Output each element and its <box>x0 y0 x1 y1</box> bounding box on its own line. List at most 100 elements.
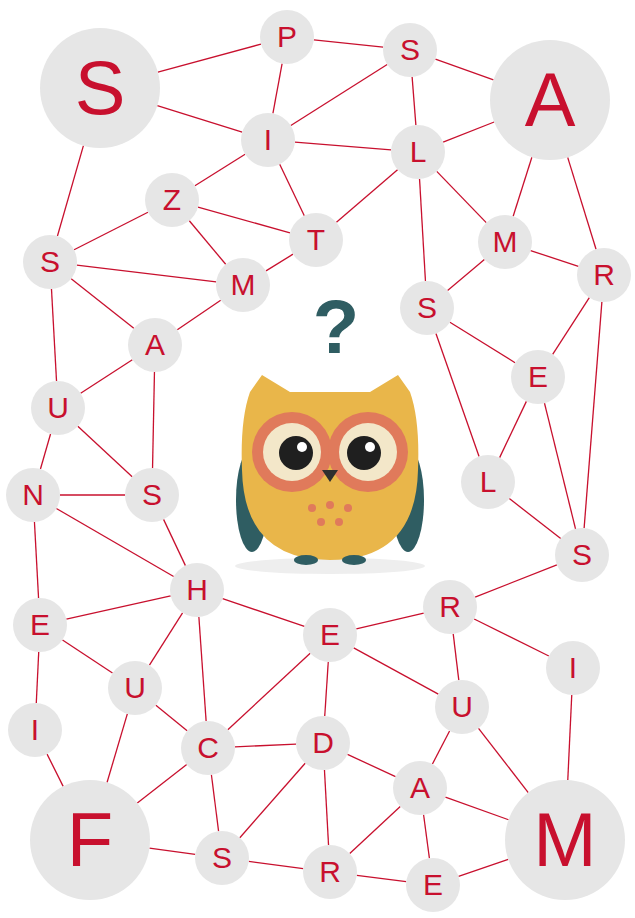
letter: I <box>569 653 577 683</box>
connector <box>195 154 245 185</box>
connector-line <box>474 619 549 656</box>
letter: S <box>572 540 592 570</box>
connector <box>107 714 127 783</box>
connector-line <box>57 146 83 236</box>
connector-line <box>60 494 125 495</box>
corner-letter-circle: F <box>30 780 150 900</box>
connector <box>198 207 290 233</box>
connector <box>71 279 134 329</box>
connector <box>453 634 459 680</box>
owl-dot <box>335 518 343 526</box>
letter-circle: S <box>400 281 454 335</box>
letter-circle: I <box>241 113 295 167</box>
letter-circle: S <box>195 831 249 885</box>
letter: C <box>197 733 219 763</box>
connector <box>420 179 426 281</box>
connector <box>436 333 479 456</box>
connector <box>63 640 113 673</box>
connector-line <box>153 372 155 468</box>
connector <box>350 806 401 853</box>
owl-dot <box>344 504 352 512</box>
letter: S <box>417 293 437 323</box>
letter-circle: L <box>391 125 445 179</box>
connector <box>157 106 242 132</box>
connector <box>509 499 560 539</box>
connector <box>475 565 557 597</box>
owl-eye-ring <box>328 412 408 492</box>
connector-line <box>74 212 148 250</box>
letter-circle: U <box>31 381 85 435</box>
connector <box>78 426 132 476</box>
connector-line <box>443 122 494 142</box>
connector <box>568 695 572 780</box>
connector-line <box>66 596 170 619</box>
connector-line <box>347 754 395 776</box>
connector <box>531 251 579 267</box>
connector-line <box>78 426 132 476</box>
connector-line <box>325 662 329 716</box>
connector-line <box>553 298 590 355</box>
connector <box>228 653 310 729</box>
connector <box>553 298 590 355</box>
connector-line <box>211 775 218 831</box>
connector <box>47 754 63 786</box>
connector-line <box>509 499 560 539</box>
connector <box>40 434 50 469</box>
owl-dot <box>317 518 325 526</box>
owl-pupil <box>347 436 381 470</box>
letter: I <box>264 125 272 155</box>
letter-circle: C <box>181 721 235 775</box>
connector-line <box>420 179 426 281</box>
owl-highlight <box>297 442 307 452</box>
owl-foot <box>342 555 366 565</box>
connector <box>474 619 549 656</box>
letter: T <box>307 225 325 255</box>
letter-circle: S <box>125 468 179 522</box>
connector <box>445 797 508 820</box>
owl-shadow <box>235 558 425 574</box>
connector <box>57 146 83 236</box>
owl-pupil <box>279 436 313 470</box>
letter: M <box>533 802 596 878</box>
connector <box>153 372 155 468</box>
connector-line <box>450 322 515 362</box>
connector-line <box>531 251 579 267</box>
connector-line <box>584 302 602 528</box>
connector <box>325 662 329 716</box>
letter-circle: E <box>303 608 357 662</box>
connector <box>177 300 220 330</box>
connector <box>584 302 602 528</box>
letter: P <box>277 22 297 52</box>
question-mark: ? <box>313 289 359 365</box>
connector <box>544 403 575 529</box>
connector <box>437 171 486 222</box>
owl-foot <box>294 555 318 565</box>
letter: R <box>593 260 615 290</box>
connector-line <box>51 289 56 381</box>
connector-line <box>223 599 305 627</box>
connector <box>273 64 282 114</box>
connector-line <box>357 875 406 881</box>
connector-line <box>295 142 391 150</box>
connector <box>60 495 125 496</box>
connector-line <box>199 617 206 721</box>
letter: A <box>145 330 165 360</box>
connector <box>74 212 148 250</box>
letter: Z <box>163 185 181 215</box>
connector <box>324 770 328 845</box>
connector-line <box>412 77 416 125</box>
connector-line <box>63 640 113 673</box>
connector <box>266 254 293 271</box>
corner-letter-circle: M <box>505 780 625 900</box>
connector <box>291 64 387 125</box>
connector <box>354 648 439 694</box>
connector <box>450 322 515 362</box>
connector-line <box>156 705 187 731</box>
letter: S <box>40 247 60 277</box>
connector-line <box>149 613 182 665</box>
letter-circle: U <box>108 661 162 715</box>
letter: L <box>410 137 427 167</box>
connector-line <box>77 265 216 282</box>
connector-line <box>240 763 305 837</box>
letter: S <box>212 843 232 873</box>
